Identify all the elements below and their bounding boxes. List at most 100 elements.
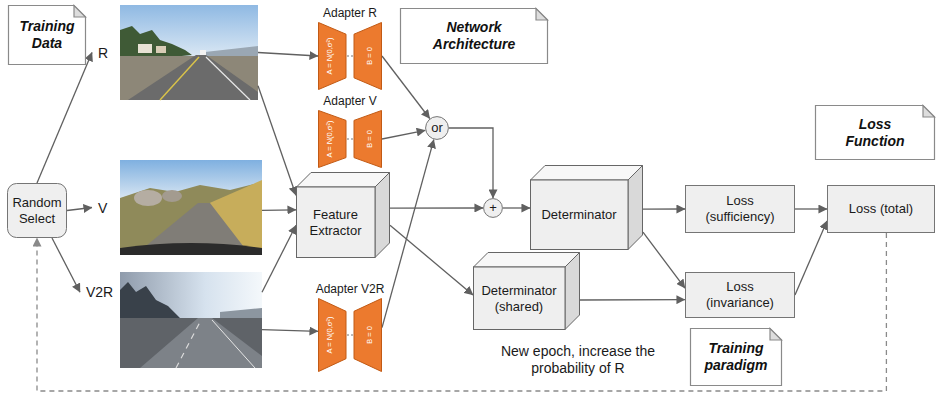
car [200,50,206,55]
node-text: Loss (invariance) [699,279,781,310]
house [156,46,166,53]
flow-arrow [390,207,483,208]
node-text: Training paradigm [695,340,777,374]
flow-arrow [795,208,827,209]
real-road-photo [120,5,258,100]
box-outline [686,186,795,233]
box-top-face [531,166,643,181]
domain-image: R [92,5,258,100]
node-text: Determinator (shared) [477,283,561,314]
box-outline [8,184,67,238]
domain-image: V2R [80,272,262,368]
text-area: or [425,116,449,140]
adapter-link [347,335,353,336]
flow-arrow [449,128,493,198]
text-area: Loss Function [815,105,935,160]
note-label: Training paradigm [690,328,782,386]
box-top-face [297,173,390,188]
image-label: V [98,199,107,216]
flow-arrow [262,209,296,211]
note-fold [923,106,935,118]
note-fold [74,6,86,18]
text-area: Loss (total) [827,185,935,233]
note-outline [401,9,548,64]
text-area: + [483,198,503,218]
flow-arrow [382,56,430,119]
flow-arrow [258,86,296,195]
network-block: Determinator [530,165,643,250]
node-text: Determinator [534,207,624,223]
adapter-module: Adapter VA = N(0,σ²)B = 0 [318,110,382,168]
car-hood [120,243,262,255]
flow-arrow [258,53,318,57]
box-top-face [474,253,580,268]
domain-image: V [92,160,262,255]
lane-line [160,57,199,100]
down-projection [319,299,347,372]
matrix-init: A = N(0,σ²) [326,121,334,158]
flow-arrow [262,330,318,332]
trees [120,282,180,322]
up-projection [354,111,382,168]
note-label: Network Architecture [400,8,548,64]
loss-box: Loss (sufficiency) [685,185,795,233]
text-area: Loss (invariance) [685,272,795,318]
up-projection [354,23,382,90]
text-area: Random Select [7,183,67,238]
loss-box: Loss (total) [827,185,935,233]
node-text: Random Select [10,195,64,226]
adapter-module: Adapter RA = N(0,σ²)B = 0 [318,22,382,90]
up-projection [354,299,382,372]
text-area: Training paradigm [690,328,782,386]
adapter-title: Adapter V [323,94,376,108]
text-area: Network Architecture [400,8,548,64]
flow-arrow [503,207,530,208]
node-text: Loss Function [837,116,913,150]
circle-outline [426,117,449,140]
lane-line [212,320,255,368]
flow-arrow [580,299,685,301]
box-front-face [474,267,566,330]
adapter-link [347,56,353,57]
text-area: Determinator [530,180,628,250]
text-area: Feature Extractor [296,187,375,258]
note-fold [536,9,548,21]
adapter-module: Adapter V2RA = N(0,σ²)B = 0 [318,298,382,372]
network-block: Feature Extractor [296,172,390,258]
node-text: Training Data [14,18,80,52]
rock [134,190,162,206]
lane-line [176,320,201,368]
virtual-road-render [120,160,262,255]
node-text: Network Architecture [426,19,522,53]
loss-box: Loss (invariance) [685,272,795,318]
translated-road-image [120,272,262,368]
flow-arrow [382,130,425,139]
note-outline [9,6,86,65]
or-node: or [425,116,449,140]
ground [120,318,262,368]
rock [162,190,182,202]
sky [120,272,262,322]
matrix-init: A = N(0,σ²) [326,38,334,75]
note-label: Training Data [8,5,86,65]
flow-arrow [390,225,473,295]
text-area: Determinator (shared) [473,267,565,330]
flow-arrow [795,221,827,295]
matrix-init: B = 0 [366,47,374,65]
box-outline [828,186,935,233]
matrix-init: A = N(0,σ²) [326,317,334,354]
note-outline [816,106,935,160]
note-fold [770,329,782,341]
node-text: Feature Extractor [300,207,371,238]
flow-arrow [643,208,685,209]
sum-node: + [483,198,503,218]
ground [120,56,258,100]
box-side-face [565,253,580,330]
circle-outline [484,199,503,218]
flow-arrow [643,232,685,288]
feedback-arrow [37,233,886,391]
process-box: Random Select [7,183,67,238]
box-front-face [297,187,376,258]
box-outline [686,273,795,318]
